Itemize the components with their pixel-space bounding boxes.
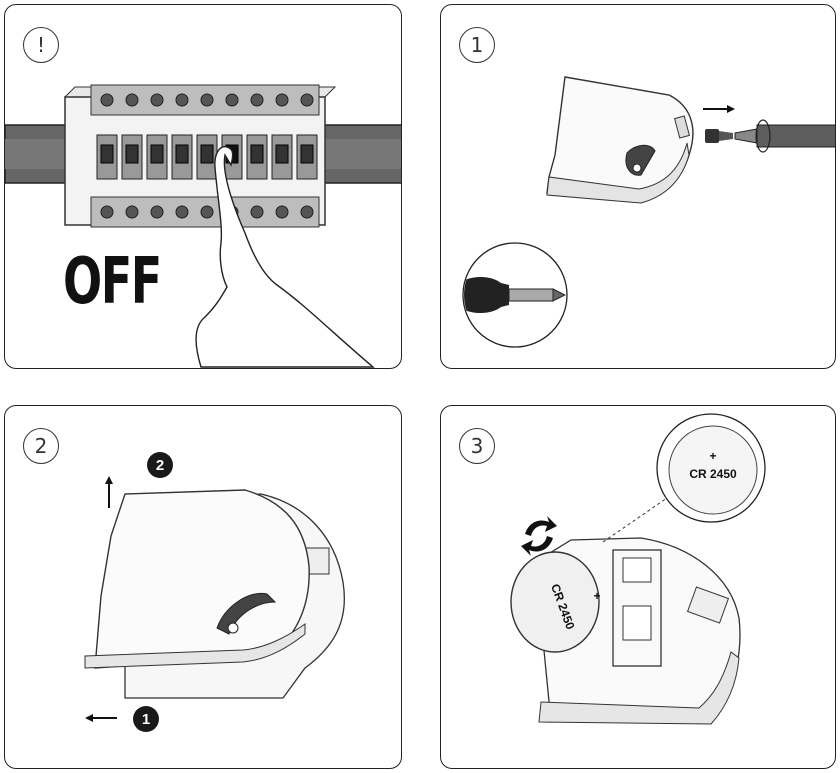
- detail-leader-line: [602, 497, 668, 543]
- breaker-toggle: [150, 144, 164, 164]
- battery-detail-callout: + CR 2450: [656, 413, 766, 523]
- callout-battery-label: CR 2450: [689, 467, 737, 481]
- terminal-screw: [150, 93, 164, 107]
- battery-plus: +: [593, 589, 600, 603]
- terminal-screw: [225, 93, 239, 107]
- screw: [705, 129, 733, 143]
- terminal-screw: [300, 205, 314, 219]
- step-panel-power-off: ! OFF: [4, 4, 402, 369]
- breaker-toggle: [125, 144, 139, 164]
- step-panel-remove-screw: 1: [440, 4, 836, 369]
- terminal-screw: [100, 93, 114, 107]
- breaker-toggle: [200, 144, 214, 164]
- terminal-screw: [200, 93, 214, 107]
- step-3-badge: 3: [459, 428, 495, 464]
- terminal-screw: [125, 93, 139, 107]
- remove-screw-illustration: [462, 76, 835, 348]
- terminal-screw: [150, 205, 164, 219]
- screwdriver: [734, 119, 835, 153]
- step-panel-replace-battery: 3 CR 2450 + + CR 2450: [440, 405, 836, 769]
- terminal-screw: [275, 205, 289, 219]
- terminal-screw: [175, 93, 189, 107]
- device-casing: [546, 76, 694, 204]
- terminal-screw: [125, 205, 139, 219]
- screwdriver-bit-detail: [462, 242, 568, 348]
- terminal-screw: [275, 93, 289, 107]
- breaker-toggle: [100, 144, 114, 164]
- terminal-screw: [175, 205, 189, 219]
- swap-arrows-icon: [521, 516, 557, 556]
- terminal-screw: [300, 93, 314, 107]
- open-cover-illustration: [84, 476, 345, 722]
- circuit-breaker-bank: [63, 84, 337, 228]
- coin-battery: CR 2450 +: [510, 551, 601, 653]
- step-1-badge: 1: [459, 27, 495, 63]
- breaker-toggle: [275, 144, 289, 164]
- order-badge-2: 2: [147, 452, 173, 478]
- breaker-toggle: [300, 144, 314, 164]
- terminal-screw: [250, 93, 264, 107]
- off-label: OFF: [63, 245, 162, 319]
- callout-battery-plus: +: [709, 449, 716, 463]
- replace-battery-illustration: CR 2450 + + CR 2450: [510, 413, 766, 725]
- breaker-toggle: [250, 144, 264, 164]
- finger-hand: [195, 146, 375, 368]
- terminal-screw: [250, 205, 264, 219]
- terminal-screw: [100, 205, 114, 219]
- order-badge-1: 1: [133, 706, 159, 732]
- warning-step-badge: !: [23, 27, 59, 63]
- device-cover: [84, 489, 310, 669]
- step-panel-open-cover: 2 2 1: [4, 405, 402, 769]
- breaker-illustration: [5, 84, 401, 368]
- breaker-toggle: [175, 144, 189, 164]
- step-2-badge: 2: [23, 428, 59, 464]
- terminal-screw: [200, 205, 214, 219]
